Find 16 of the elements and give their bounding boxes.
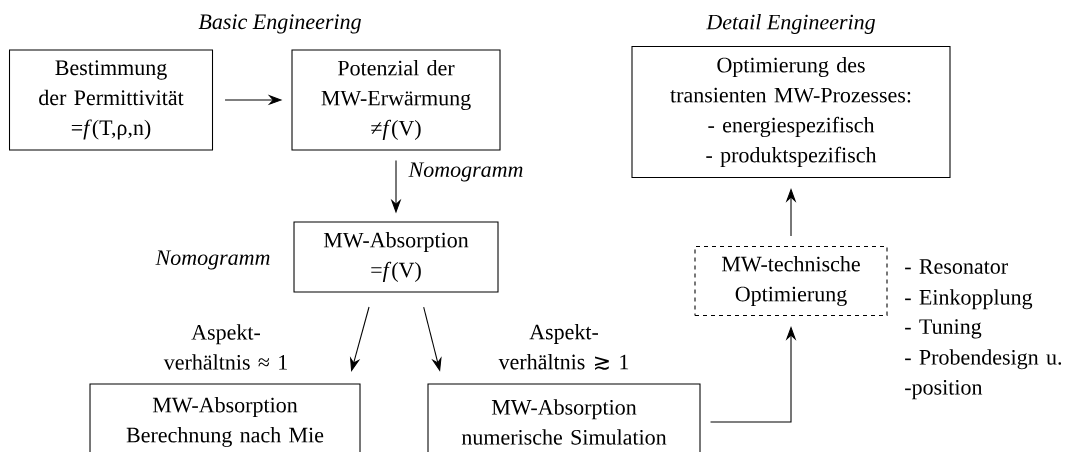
process-box: Optimierung des transienten MW-Prozesses: - energiespezifisch - produktspezifisch bbox=[631, 45, 951, 179]
list-item: - Tuning bbox=[905, 319, 982, 339]
process-box: Bestimmung der Permittivität =f(T,ρ,n) bbox=[8, 49, 214, 151]
list-item: - Resonator bbox=[905, 259, 1008, 274]
edge-label: Nomogramm bbox=[398, 159, 534, 185]
edge-label: Aspekt- verhältnis ≳ 1 bbox=[486, 321, 642, 373]
list-item: - Probendesign u. -position bbox=[905, 349, 1062, 400]
list-item: - Einkopplung bbox=[905, 289, 1033, 310]
process-box: MW-Absorption Berechnung nach Mie bbox=[89, 383, 361, 452]
process-box: MW-Absorption numerische Simulation bbox=[427, 383, 701, 452]
process-box: MW-Absorption =f(V) bbox=[293, 221, 499, 293]
heading-text: Basic Engineering bbox=[198, 14, 361, 34]
process-box: Potenzial der MW-Erwärmung ≠f(V) bbox=[291, 49, 501, 151]
side-label: Nomogramm bbox=[155, 250, 270, 270]
process-box: MW-technische Optimierung bbox=[694, 245, 888, 317]
edge-label: Aspekt- verhältnis ≈ 1 bbox=[153, 321, 299, 373]
